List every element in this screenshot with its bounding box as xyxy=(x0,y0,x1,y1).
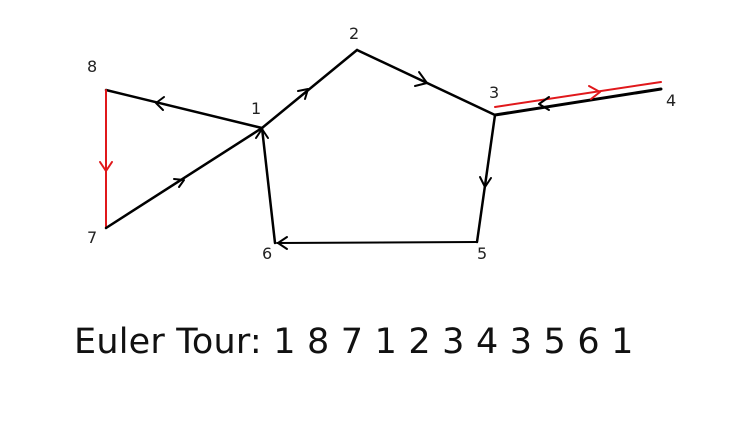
edge-5-6 xyxy=(276,241,478,244)
arrow-7-to-1 xyxy=(173,178,185,188)
graph-edges xyxy=(104,48,663,245)
node-label-4: 4 xyxy=(666,91,676,110)
edge-3-4-return xyxy=(493,87,663,117)
node-label-5: 5 xyxy=(477,244,487,263)
arrow-2-to-3 xyxy=(414,71,428,87)
node-label-1: 1 xyxy=(251,99,261,118)
arrow-6-to-1 xyxy=(255,128,269,139)
node-labels: 1 2 3 4 5 6 7 8 xyxy=(87,24,676,263)
arrow-8-to-7 xyxy=(99,161,113,172)
arrow-5-to-6 xyxy=(277,236,288,250)
node-label-3: 3 xyxy=(489,83,499,102)
node-label-8: 8 xyxy=(87,57,97,76)
node-label-2: 2 xyxy=(349,24,359,43)
edge-1-2 xyxy=(260,48,359,130)
node-label-7: 7 xyxy=(87,228,97,247)
euler-tour-caption: Euler Tour: 1 8 7 1 2 3 4 3 5 6 1 xyxy=(74,322,634,362)
edge-3-4-forward xyxy=(494,81,662,108)
direction-arrows xyxy=(99,71,601,250)
edge-6-1 xyxy=(260,126,277,245)
arrow-3-to-5 xyxy=(479,176,492,188)
arrow-3-to-4 xyxy=(588,85,601,100)
edge-3-5 xyxy=(475,113,497,244)
edge-7-1 xyxy=(104,126,264,230)
arrow-1-to-2 xyxy=(297,88,309,100)
arrow-4-to-3 xyxy=(538,96,550,111)
edge-1-8 xyxy=(104,88,264,130)
arrow-1-to-8 xyxy=(155,96,165,111)
node-label-6: 6 xyxy=(262,244,272,263)
